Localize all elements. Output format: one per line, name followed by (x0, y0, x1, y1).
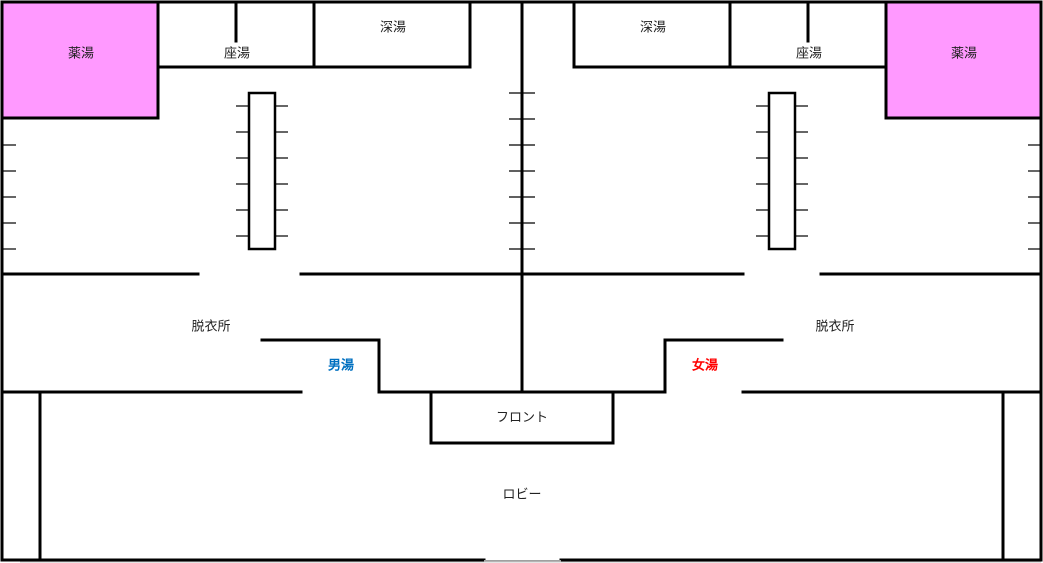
women-changing-room-label: 脱衣所 (815, 319, 854, 335)
men-medicinal-bath-label: 薬湯 (68, 47, 94, 62)
men-changing-room-label: 脱衣所 (191, 319, 230, 335)
women-deep-bath-label: 深湯 (640, 21, 666, 36)
men-sitting-bath-label: 座湯 (224, 47, 250, 62)
lobby-label: ロビー (502, 488, 541, 503)
men-washing-island-faucets (236, 105, 288, 237)
women-medicinal-bath (884, 0, 1043, 120)
women-washing-island (767, 91, 797, 251)
women-changing-room-partition (663, 338, 784, 394)
women-entrance-label: 女湯 (692, 358, 718, 374)
men-deep-bath-label: 深湯 (380, 21, 406, 36)
women-washing-island-faucets (756, 105, 808, 237)
men-medicinal-bath (0, 0, 160, 120)
center-wall-faucets (509, 92, 535, 250)
front-desk (429, 390, 615, 445)
men-washing-island (247, 91, 277, 251)
men-changing-room-partition (260, 338, 381, 394)
front-desk-label: フロント (496, 411, 548, 426)
women-medicinal-bath-label: 薬湯 (951, 47, 977, 62)
men-wall-faucets-left (2, 144, 16, 250)
women-sitting-bath-label: 座湯 (796, 47, 822, 62)
men-entrance-label: 男湯 (328, 358, 354, 374)
women-wall-faucets-right (1028, 144, 1041, 250)
